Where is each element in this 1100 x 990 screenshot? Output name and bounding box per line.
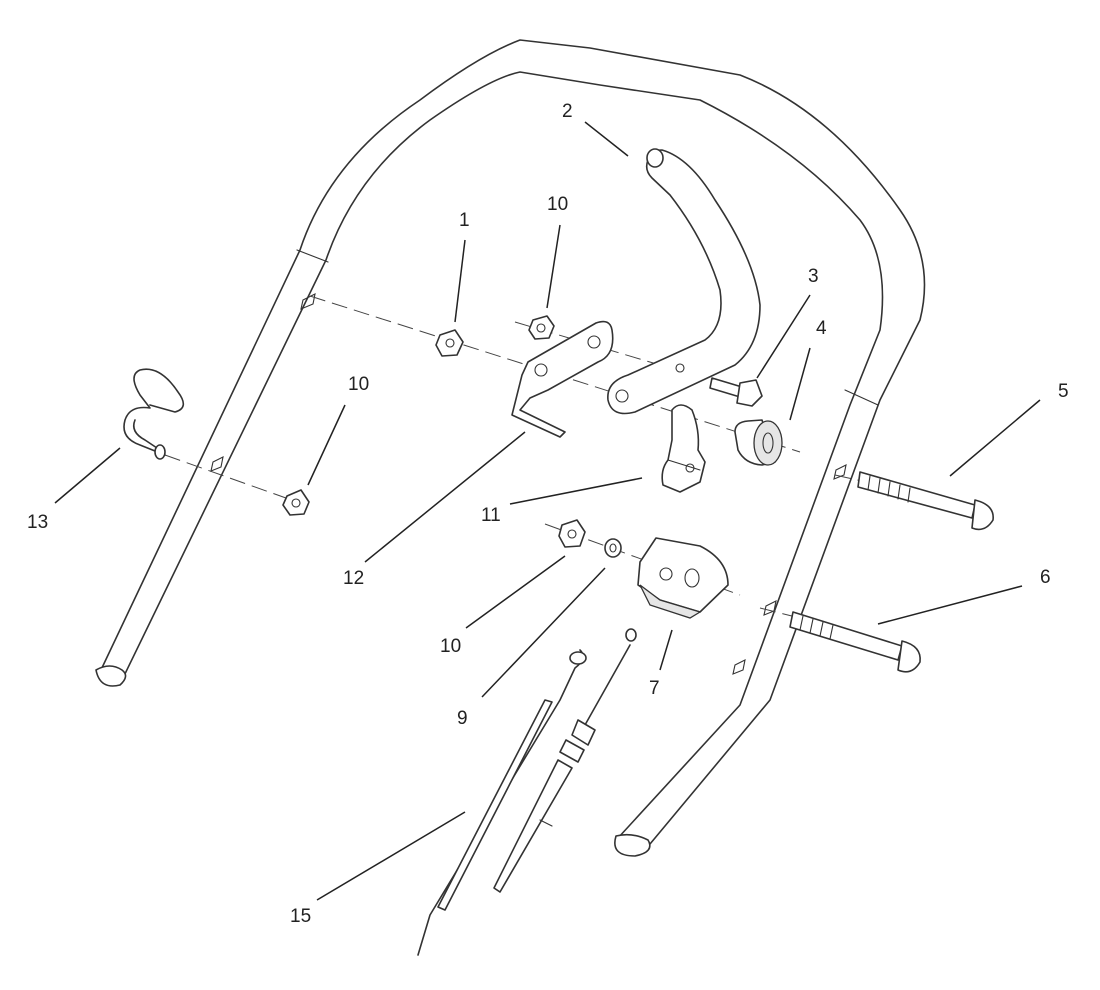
cable-clamp <box>637 537 729 619</box>
callout-5: 5 <box>1058 381 1069 402</box>
spacer <box>734 419 783 466</box>
leader-lines <box>54 121 1041 901</box>
washer-9 <box>604 538 622 558</box>
callout-10-left: 10 <box>348 374 369 395</box>
control-lever <box>607 148 761 415</box>
latch-cam <box>661 404 706 493</box>
callout-4: 4 <box>816 318 827 339</box>
carriage-bolt-5 <box>857 471 994 531</box>
hex-nut-10-left <box>282 489 310 516</box>
callout-13: 13 <box>27 512 48 533</box>
callout-3: 3 <box>808 266 819 287</box>
callout-12: 12 <box>343 568 364 589</box>
callout-10-bottom: 10 <box>440 636 461 657</box>
callout-7: 7 <box>649 678 660 699</box>
callout-9: 9 <box>457 708 468 729</box>
cable-guide <box>123 368 185 460</box>
upper-handle-tube <box>95 39 926 857</box>
callout-11: 11 <box>481 505 501 526</box>
bolt <box>709 377 763 407</box>
callout-15: 15 <box>290 906 311 927</box>
callout-labels: 1 2 3 4 5 6 7 9 10 10 10 11 12 13 15 <box>27 101 1069 927</box>
callout-1: 1 <box>459 210 470 231</box>
hex-nut-10-bottom <box>558 519 586 548</box>
hex-nut-10-top <box>528 315 555 340</box>
callout-2: 2 <box>562 101 573 122</box>
lever-bracket <box>511 320 614 438</box>
control-cables <box>417 628 637 956</box>
carriage-bolt-6 <box>789 611 921 673</box>
callout-10-top: 10 <box>547 194 568 215</box>
hex-nut-1 <box>435 329 464 357</box>
callout-6: 6 <box>1040 567 1051 588</box>
